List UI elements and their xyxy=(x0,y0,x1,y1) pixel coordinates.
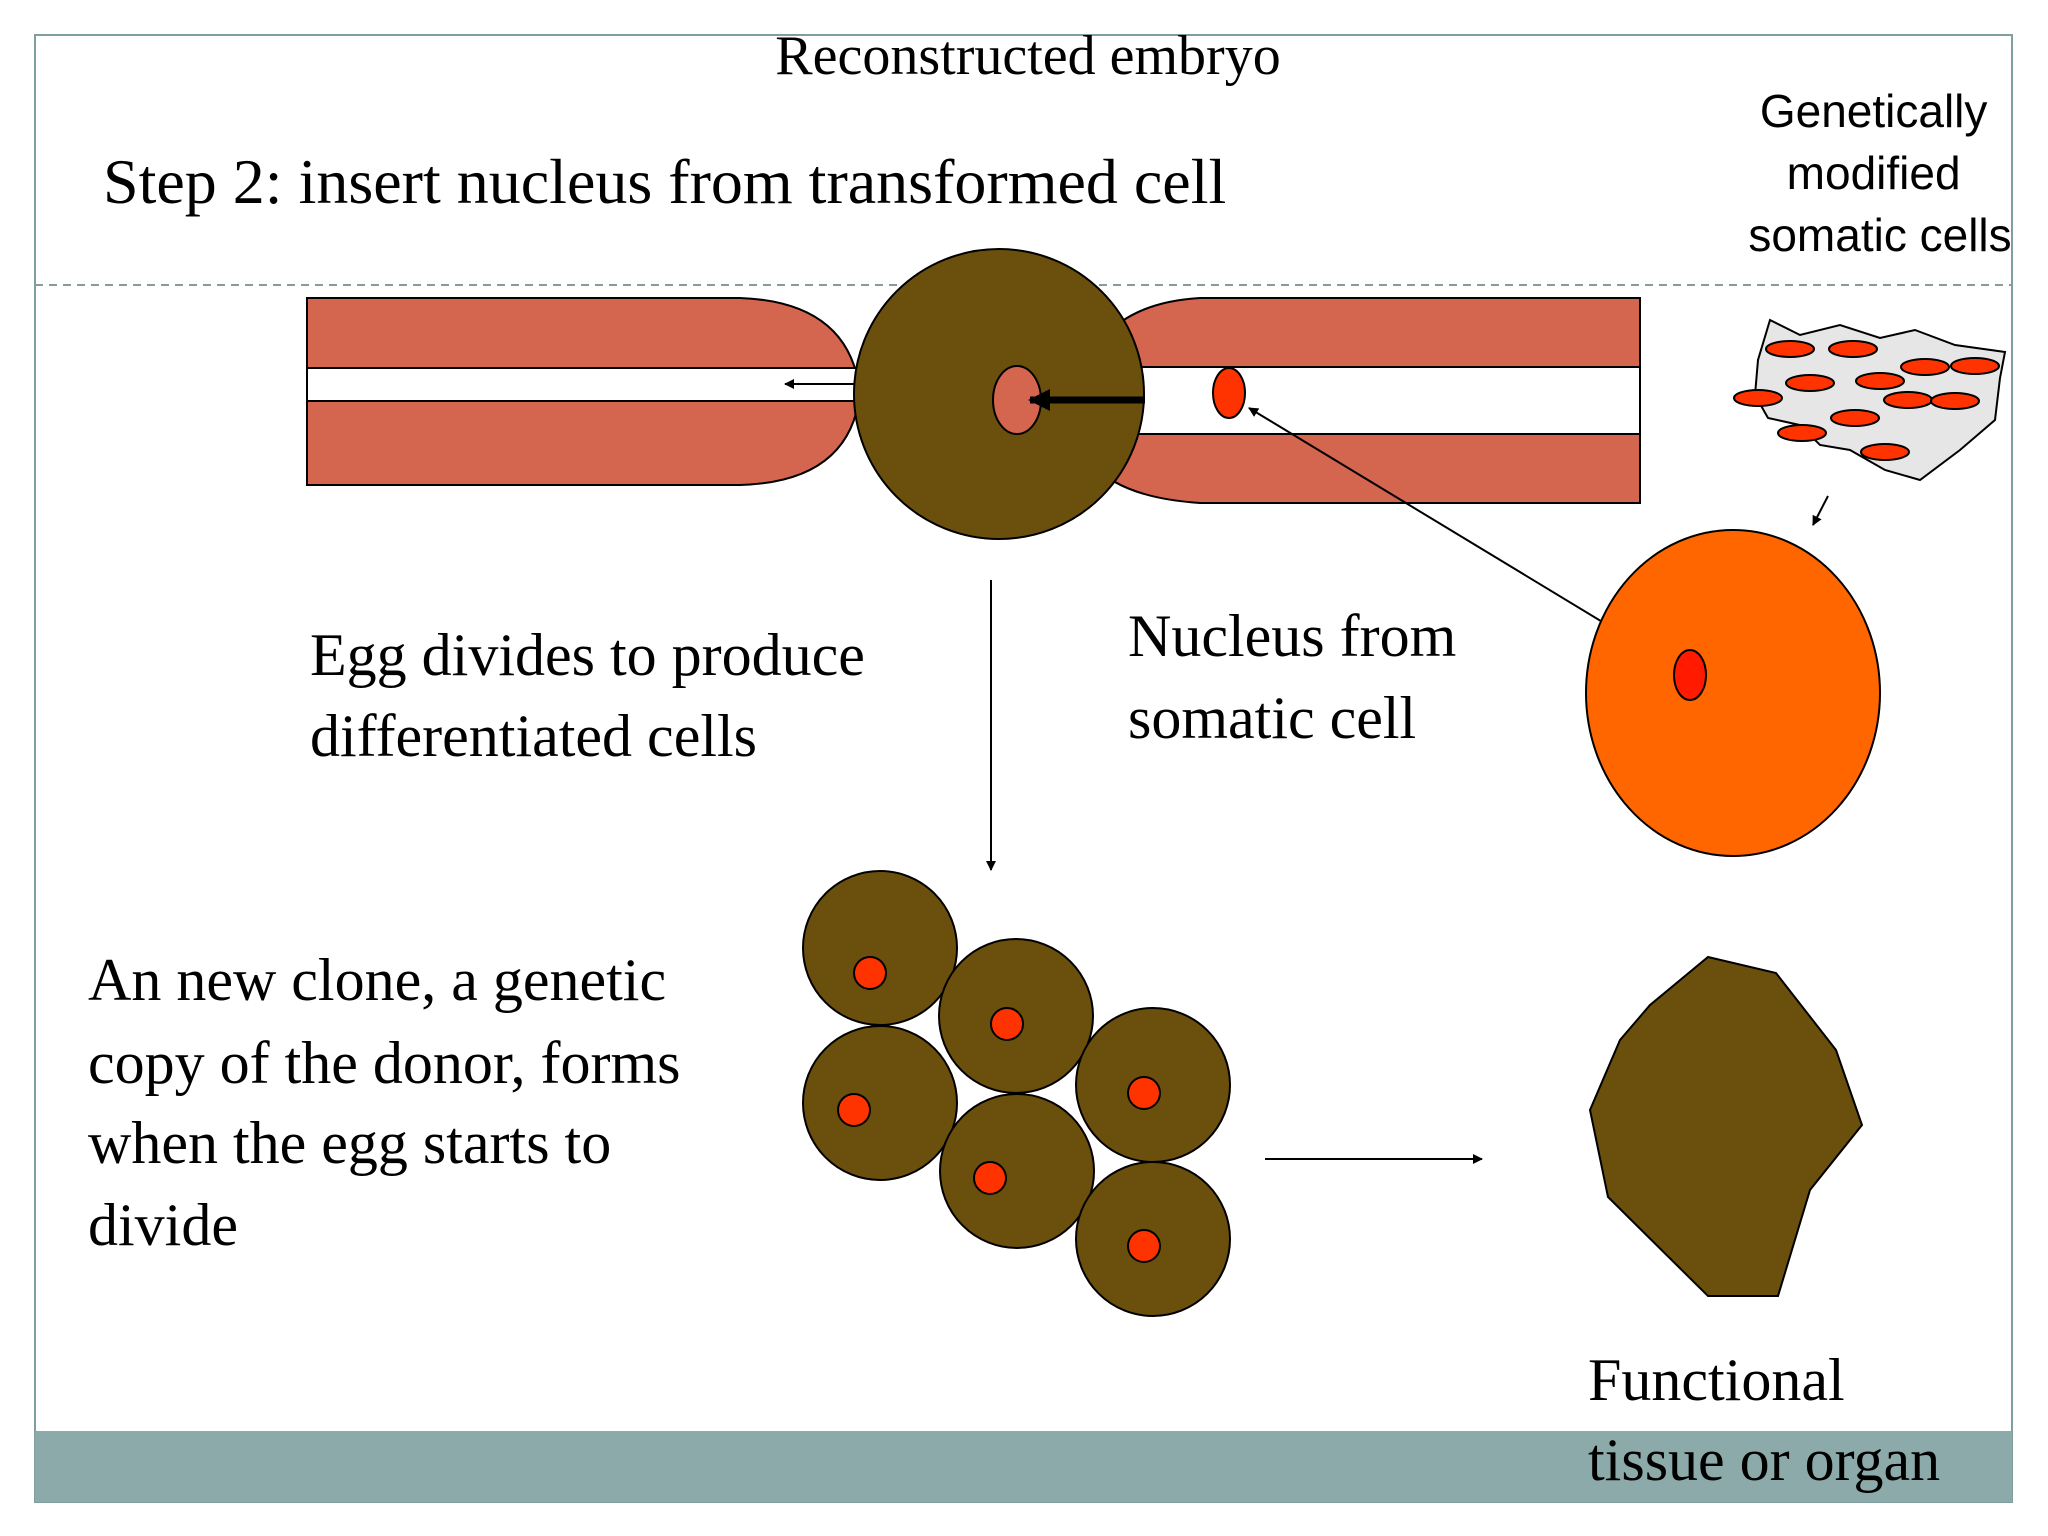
gm-cells-label-line: modified xyxy=(1787,147,1961,199)
clone-label-line: when the egg starts to xyxy=(88,1110,611,1176)
gm-cells-label-line: somatic cells xyxy=(1748,209,2011,261)
gm-cells-label-line: Genetically xyxy=(1760,85,1988,137)
nucleus-from-label-line: somatic cell xyxy=(1128,685,1416,751)
clone-label-line: An new clone, a genetic xyxy=(88,947,666,1013)
clone-label-line: copy of the donor, forms xyxy=(88,1030,680,1096)
egg-cell xyxy=(853,248,1145,540)
holding-pipette xyxy=(306,297,888,486)
clone-label-line: divide xyxy=(88,1192,238,1258)
clone-cell-cluster xyxy=(802,870,1231,1317)
injection-pipette xyxy=(1059,297,1641,504)
step-label: Step 2: insert nucleus from transformed … xyxy=(103,146,1226,217)
nucleus-from-label-line: Nucleus from xyxy=(1128,603,1456,669)
cluster-to-cell-arrow xyxy=(1812,495,1829,526)
tissue-label-line: tissue or organ xyxy=(1588,1427,1940,1493)
egg-divides-label-line: Egg divides to produce xyxy=(310,622,865,688)
somatic-cell-nucleus xyxy=(1673,649,1707,701)
clone-label: An new clone, a genetic copy of the dono… xyxy=(88,947,695,1258)
tissue-label: Functional tissue or organ xyxy=(1588,1347,1940,1493)
somatic-cell xyxy=(1585,529,1881,857)
tissue-shape xyxy=(1588,955,1864,1297)
page-title: Reconstructed embryo xyxy=(775,25,1280,87)
gm-cells-label: Genetically modified somatic cells xyxy=(1748,85,2011,261)
nucleus-from-label: Nucleus from somatic cell xyxy=(1128,603,1471,751)
footer-bar xyxy=(35,1431,2012,1502)
somatic-cell-cluster xyxy=(1733,318,2007,482)
tissue-label-line: Functional xyxy=(1588,1347,1845,1413)
donor-nucleus xyxy=(1212,367,1246,419)
egg-divides-label: Egg divides to produce differentiated ce… xyxy=(310,622,880,769)
egg-divides-label-line: differentiated cells xyxy=(310,703,757,769)
